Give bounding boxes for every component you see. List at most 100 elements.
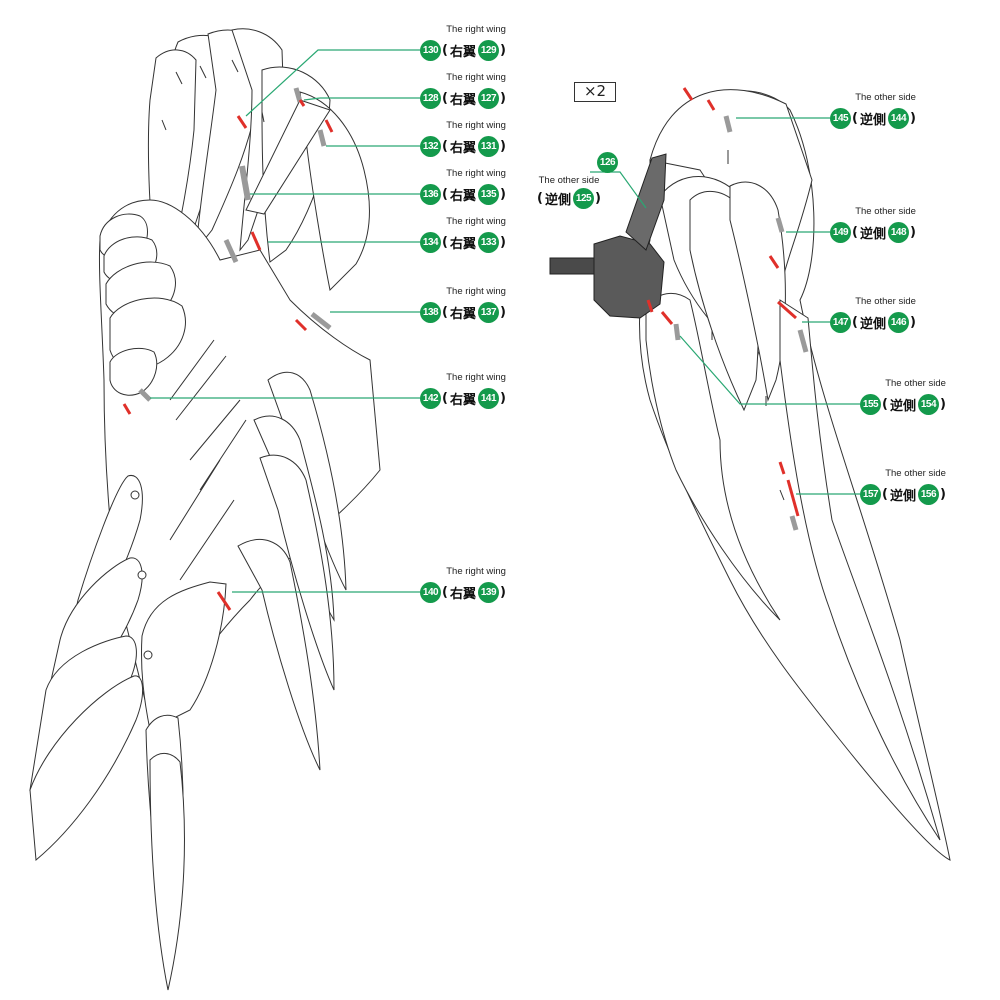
- side-label: 右翼: [449, 307, 476, 322]
- reference-number-badge: 125: [573, 188, 594, 209]
- part-number-badge: 136: [420, 184, 441, 205]
- callout-caption: The other side: [538, 175, 600, 186]
- feather: [237, 538, 321, 771]
- open-paren: (: [442, 585, 448, 600]
- close-paren: ): [499, 585, 506, 600]
- wing-lobe: [109, 347, 158, 396]
- red-mark: [682, 87, 694, 101]
- close-paren: ): [499, 391, 506, 406]
- part-number-badge: 145: [830, 108, 851, 129]
- callout-caption: The right wing: [446, 72, 506, 83]
- marker-set: [122, 87, 334, 611]
- reference-number-badge: 133: [477, 232, 499, 253]
- grey-mark: [723, 115, 733, 133]
- side-label: 逆側: [859, 317, 886, 332]
- reference-number-badge: 131: [477, 136, 499, 157]
- reference-number-badge: 148: [887, 222, 909, 243]
- feather: [29, 675, 143, 861]
- close-paren: ): [909, 315, 916, 330]
- part-number-badge: 155: [860, 394, 881, 415]
- reference-number-badge: 139: [477, 582, 499, 603]
- grey-mark: [138, 388, 152, 402]
- red-mark: [250, 231, 262, 251]
- open-paren: (: [882, 487, 888, 502]
- open-paren: (: [852, 315, 858, 330]
- close-paren: ): [909, 111, 916, 126]
- open-paren: (: [442, 91, 448, 106]
- side-label: 右翼: [449, 189, 476, 204]
- part-number-badge: 157: [860, 484, 881, 505]
- open-paren: (: [442, 139, 448, 154]
- part-number-badge: 126: [597, 152, 618, 173]
- callout-caption: The right wing: [446, 120, 506, 131]
- grey-mark: [223, 238, 239, 264]
- reference-number-badge: 141: [477, 388, 499, 409]
- part-number-badge: 134: [420, 232, 441, 253]
- close-paren: ): [499, 235, 506, 250]
- joint-pin: [549, 257, 597, 275]
- reference-number-badge: 137: [477, 302, 499, 323]
- right-wing-assembly: [549, 87, 951, 861]
- side-label: 右翼: [449, 45, 476, 60]
- callout-caption: The right wing: [446, 566, 506, 577]
- reference-number-badge: 144: [887, 108, 909, 129]
- open-paren: (: [442, 391, 448, 406]
- close-paren: ): [499, 43, 506, 58]
- side-label: 右翼: [449, 237, 476, 252]
- side-label: 逆側: [544, 193, 571, 208]
- slot: [161, 59, 265, 131]
- slot: [711, 150, 785, 501]
- side-label: 右翼: [449, 141, 476, 156]
- red-mark: [786, 479, 800, 517]
- joint-arm: [625, 153, 667, 251]
- red-mark: [777, 300, 797, 320]
- callout-caption: The right wing: [446, 286, 506, 297]
- part-number-badge: 132: [420, 136, 441, 157]
- open-paren: (: [442, 305, 448, 320]
- close-paren: ): [499, 139, 506, 154]
- callout-caption: The right wing: [446, 372, 506, 383]
- grey-mark: [293, 87, 303, 103]
- red-mark: [706, 99, 716, 111]
- grey-mark: [317, 129, 327, 147]
- side-label: 右翼: [449, 93, 476, 108]
- callout-caption: The other side: [855, 296, 916, 307]
- peg: [143, 650, 153, 660]
- part-number-badge: 130: [420, 40, 441, 61]
- red-mark: [324, 119, 334, 133]
- leader-130: [245, 49, 420, 117]
- feather: [140, 581, 227, 731]
- reference-number-badge: 127: [477, 88, 499, 109]
- red-mark: [660, 311, 674, 325]
- peg: [137, 570, 147, 580]
- wing-plate: [645, 292, 781, 621]
- feather: [149, 753, 185, 991]
- red-mark: [768, 255, 780, 269]
- callout-caption: The right wing: [446, 168, 506, 179]
- red-mark: [216, 591, 232, 611]
- red-mark: [646, 299, 654, 313]
- grey-mark: [789, 515, 799, 531]
- callout-caption: The other side: [855, 206, 916, 217]
- open-paren: (: [852, 225, 858, 240]
- side-label: 右翼: [449, 393, 476, 408]
- open-paren: (: [882, 397, 888, 412]
- side-label: 右翼: [449, 587, 476, 602]
- callout-caption: The right wing: [446, 216, 506, 227]
- marker-set: [646, 87, 809, 531]
- part-number-badge: 128: [420, 88, 441, 109]
- wing-plate: [245, 99, 331, 215]
- side-label: 逆側: [859, 113, 886, 128]
- grey-mark: [310, 312, 332, 330]
